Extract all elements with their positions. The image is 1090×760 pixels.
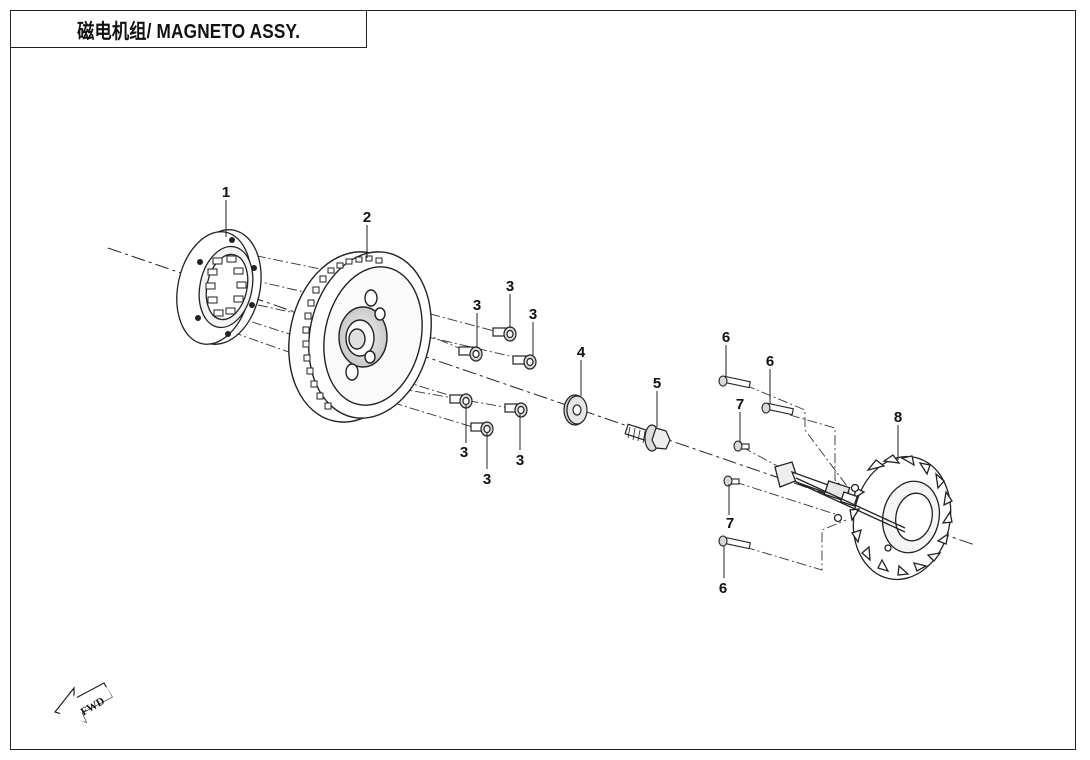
flange-bolt-part-5 <box>624 423 671 452</box>
bolt-3d <box>449 393 473 409</box>
callout-2: 2 <box>363 209 371 226</box>
stator-bolts-part-6-7 <box>718 375 794 550</box>
title-box: 磁电机组/ MAGNETO ASSY. <box>10 10 367 48</box>
bolt-6a <box>718 375 751 389</box>
callout-3: 3 <box>460 444 468 461</box>
bolt-3b <box>458 346 483 362</box>
stator-part-8 <box>774 454 953 581</box>
bolts-part-3 <box>449 326 537 437</box>
callout-3: 3 <box>506 278 514 295</box>
callout-6: 6 <box>719 580 727 597</box>
washer-part-4 <box>563 394 588 426</box>
callout-6: 6 <box>766 353 774 370</box>
callout-3: 3 <box>529 306 537 323</box>
bolt-6b <box>761 402 794 416</box>
fwd-arrow-icon: FWD <box>53 682 113 723</box>
callout-1: 1 <box>222 184 230 201</box>
drawing-border <box>10 10 1076 750</box>
bolt-3e <box>504 402 528 418</box>
bolt-6c <box>718 535 751 550</box>
pickup-coil <box>774 461 906 552</box>
bolt-3a <box>492 326 517 342</box>
bolt-3c <box>512 354 537 370</box>
starter-clutch-part-1 <box>176 229 262 345</box>
screw-7a <box>733 440 750 452</box>
callout-5: 5 <box>653 375 661 392</box>
callout-3: 3 <box>483 471 491 488</box>
callout-labels: 1 2 3 3 3 3 3 3 4 5 6 6 6 7 7 8 <box>222 184 902 597</box>
callout-7: 7 <box>726 515 734 532</box>
callout-6: 6 <box>722 329 730 346</box>
callout-3: 3 <box>473 297 481 314</box>
callout-4: 4 <box>577 344 586 361</box>
page-title: 磁电机组/ MAGNETO ASSY. <box>76 20 301 43</box>
callout-leaders <box>225 200 899 578</box>
flywheel-rotor-part-2 <box>288 251 432 423</box>
callout-3: 3 <box>516 452 524 469</box>
callout-8: 8 <box>894 409 902 426</box>
bolt-3f <box>470 421 494 437</box>
screw-7b <box>723 475 740 487</box>
callout-7: 7 <box>736 396 744 413</box>
